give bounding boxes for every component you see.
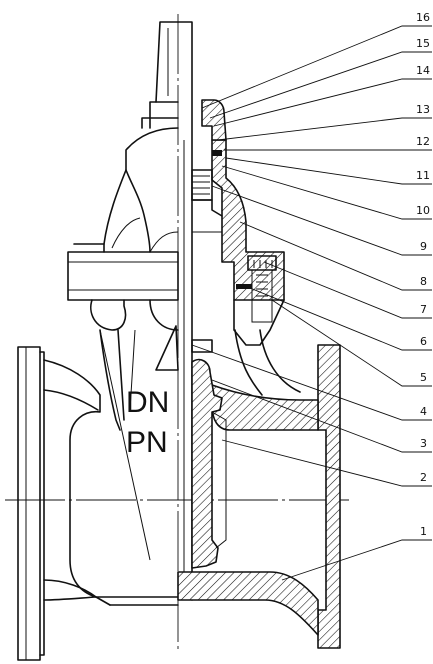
wedge-section [191,358,223,569]
callout-8: 8 [420,275,427,288]
callout-15: 15 [416,37,430,50]
callout-10: 10 [416,204,430,217]
body-section-right [177,21,341,649]
callout-3: 3 [420,437,427,450]
bonnet-bolt [247,255,277,271]
gasket [236,284,252,289]
callout-12: 12 [416,135,430,148]
callout-13: 13 [416,103,430,116]
body-wall-section [211,384,319,431]
callout-7: 7 [420,303,427,316]
callout-2: 2 [420,471,427,484]
cap-section [201,99,227,141]
callout-5: 5 [420,371,427,384]
bonnet-section [211,139,285,301]
right-flange-section [317,344,341,649]
callout-16: 16 [416,11,430,24]
dn-marking: DN [126,386,169,419]
callout-9: 9 [420,240,427,253]
callout-6: 6 [420,335,427,348]
callout-leaders [191,25,432,581]
callout-1: 1 [420,525,427,538]
body-bottom-section [177,571,319,636]
callout-11: 11 [416,169,430,182]
callout-numbers: 16 15 14 13 12 11 10 9 8 7 6 5 4 3 2 1 [416,11,430,538]
pn-marking: PN [126,426,168,459]
o-ring-lower [212,150,222,156]
body-exterior-left: DN PN [17,21,179,661]
callout-4: 4 [420,405,427,418]
callout-14: 14 [416,64,430,77]
